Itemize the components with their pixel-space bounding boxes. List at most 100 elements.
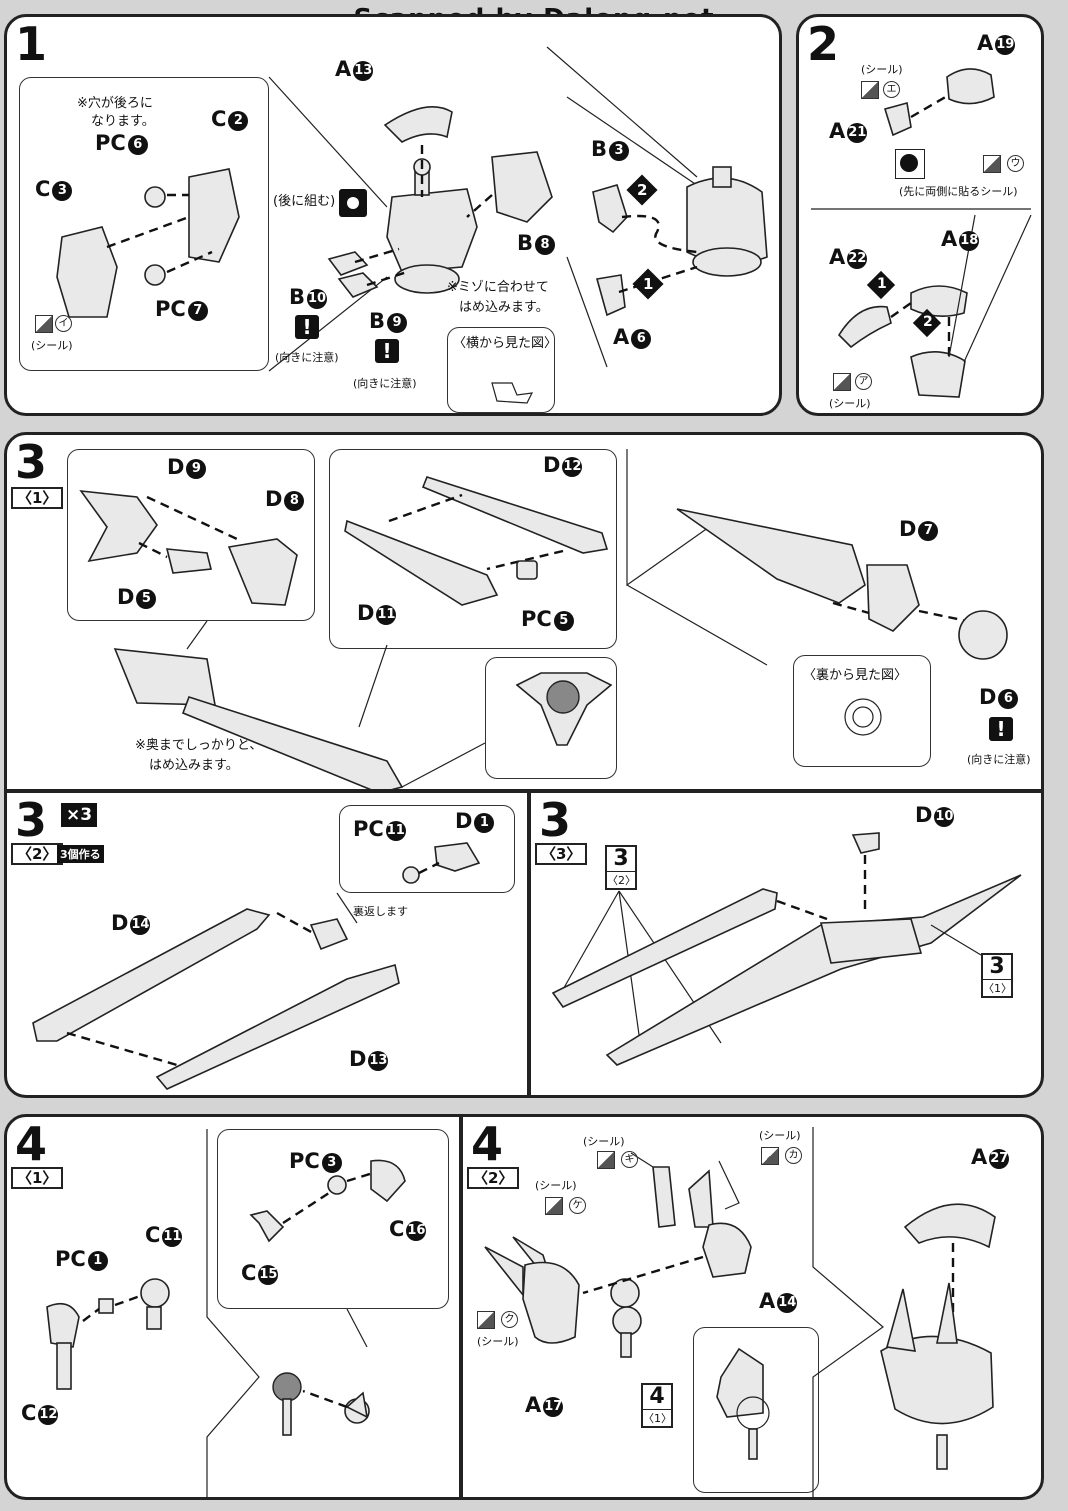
- order-2-label: 2: [637, 181, 648, 199]
- step-number: 3: [539, 793, 572, 847]
- back-view-inset: [793, 655, 931, 767]
- seal-label: (シール): [583, 1135, 625, 1148]
- caution-icon: !: [989, 717, 1013, 741]
- step-number: 3: [15, 793, 48, 847]
- apply-first-note: (先に両側に貼るシール): [899, 185, 1018, 198]
- step-number: 2: [807, 17, 840, 71]
- seal-icon: [761, 1147, 779, 1165]
- substep-label: 〈1〉: [11, 1167, 64, 1189]
- order-1-label: 1: [643, 275, 654, 293]
- make-three-label: 3個作る: [57, 845, 104, 863]
- side-view-inset: [447, 327, 555, 413]
- step-3-2-illustration: [32, 842, 481, 1090]
- seal-a-label: ア: [855, 373, 872, 390]
- firm-note: ※奥までしっかりと、: [135, 738, 263, 753]
- seal-ka-label: カ: [785, 1147, 802, 1164]
- step-4-2-illustration: [484, 1127, 996, 1497]
- hole-note: ※穴が後ろに: [77, 96, 153, 111]
- seal-label: (シール): [477, 1335, 519, 1348]
- seal-icon: [983, 155, 1001, 173]
- step-number: 4: [15, 1117, 48, 1171]
- seal-ku-label: ク: [501, 1311, 518, 1328]
- seal-ki-label: キ: [621, 1151, 638, 1168]
- seal-i-label: イ: [55, 315, 72, 332]
- seal-icon: [861, 81, 879, 99]
- seal-e-label: エ: [883, 81, 900, 98]
- back-view-title: 〈裏から見た図〉: [803, 668, 908, 683]
- round-mark-icon: [339, 189, 367, 217]
- seal-icon: [597, 1151, 615, 1169]
- hole-note-2: なります。: [91, 114, 155, 129]
- seal-label: (シール): [861, 63, 903, 76]
- seal-label: (シール): [535, 1179, 577, 1192]
- step-2-illustration: [811, 68, 1032, 398]
- seal-u-label: ウ: [1007, 155, 1024, 172]
- seal-label: (シール): [31, 339, 73, 352]
- seal-icon: [35, 315, 53, 333]
- seal-icon: [545, 1197, 563, 1215]
- firm-note-2: はめ込みます。: [149, 758, 239, 773]
- seal-icon: [477, 1311, 495, 1329]
- assemble-later-note: (後に組む): [273, 194, 336, 209]
- step-4-1-illustration: [46, 1129, 406, 1497]
- ref-step-3-1: 3 〈1〉: [981, 953, 1013, 998]
- step-3-3-illustration: [551, 832, 1022, 1066]
- multiplier-badge: ×3: [61, 803, 98, 827]
- side-view-title: 〈横から見た図〉: [453, 336, 558, 351]
- caution-icon: !: [295, 315, 319, 339]
- groove-note: ※ミゾに合わせて: [447, 280, 549, 295]
- step-number: 4: [471, 1117, 504, 1171]
- substep-label: 〈2〉: [467, 1167, 520, 1189]
- flip-note: 裏返します: [353, 905, 408, 918]
- seal-ke-label: ケ: [569, 1197, 586, 1214]
- seal-label: (シール): [759, 1129, 801, 1142]
- round-mark-icon: [895, 149, 925, 179]
- order-2-label: 2: [923, 314, 933, 330]
- ref-step-3-2: 3 〈2〉: [605, 845, 637, 890]
- ref-step-4-1: 4 〈1〉: [641, 1383, 673, 1428]
- seal-label: (シール): [829, 397, 871, 410]
- substep-label: 〈3〉: [535, 843, 588, 865]
- step-1-illustration: [56, 46, 768, 404]
- orient-note: (向きに注意): [967, 753, 1031, 766]
- orient-note-b9: (向きに注意): [353, 377, 417, 390]
- seal-icon: [833, 373, 851, 391]
- step-4-2-panel: 4 〈2〉 4 〈1〉 (シール) キ (シール) カ (シール) ケ ク (シ…: [460, 1114, 1044, 1500]
- step-number: 3: [15, 435, 48, 489]
